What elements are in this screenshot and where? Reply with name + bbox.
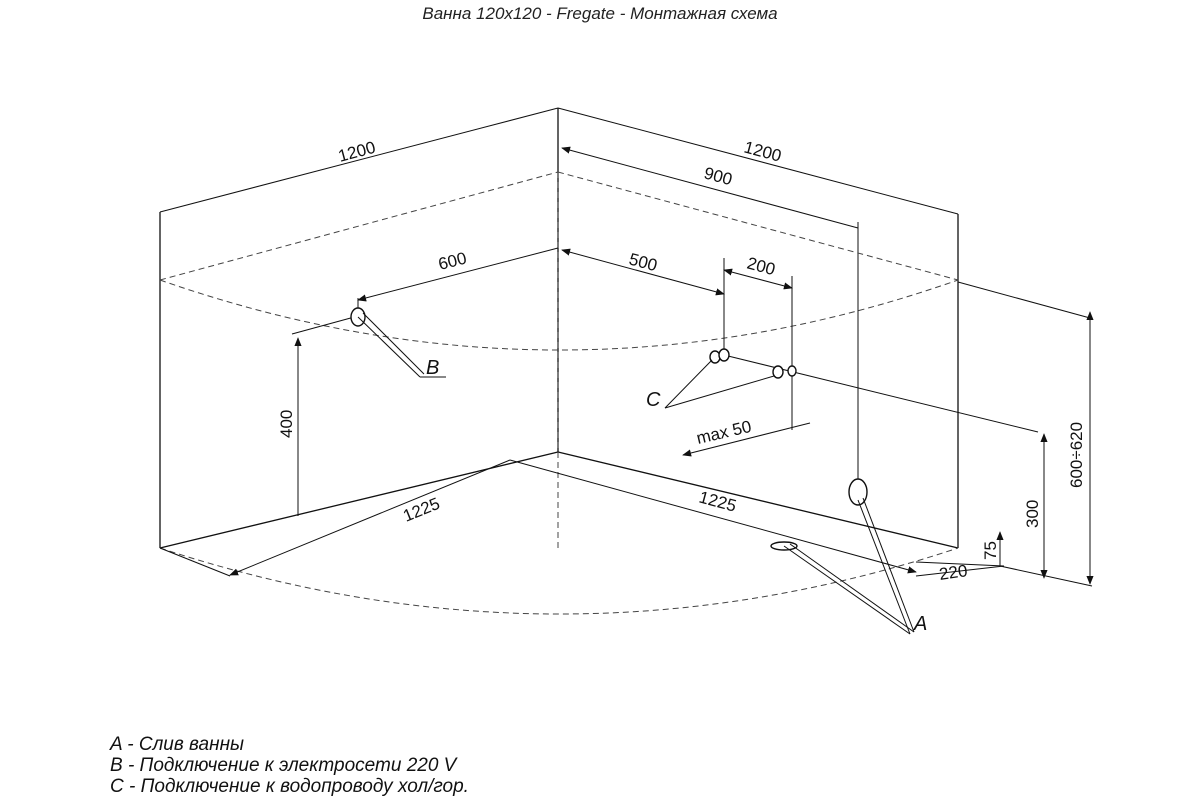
dim-1200-right: 1200 [742,138,783,166]
dim-200: 200 [745,254,777,280]
dim-1225-left: 1225 [400,494,442,526]
callout-a: A [913,613,927,635]
dim-600: 600 [436,249,468,274]
wall-outline [159,108,959,549]
legend-item-a: A - Слив ванны [110,734,245,755]
callout-a-leader [783,497,915,635]
legend-item-b: B - Подключение к электросети 220 V [110,755,457,776]
dim-max-50: max 50 [695,417,754,448]
dim-220: 220 [938,561,969,584]
diagram-title: Ванна 120х120 - Fregate - Монтажная схем… [422,4,778,23]
callout-b: B [426,357,439,379]
outlet-b-dimensions [291,247,559,516]
callout-c-leader [664,359,775,409]
tub-rim-dashed [159,171,959,615]
dim-75: 75 [981,541,1000,560]
drain-outlet-a [848,478,868,506]
legend-item-c: C - Подключение к водопроводу хол/гор. [110,776,469,797]
water-inlet-c [709,348,797,379]
top-dimension-lines [159,107,959,492]
dim-400: 400 [277,410,296,438]
dim-1225-right: 1225 [697,488,738,516]
height-dimensions [957,281,1094,587]
bottom-dimension-lines [159,459,1005,577]
dim-600-620: 600÷620 [1067,422,1086,488]
dim-900: 900 [702,164,734,190]
callout-b-leader [357,312,446,378]
callout-c: C [646,389,661,411]
outlet-c-dimensions [561,248,1039,457]
dim-500: 500 [627,250,659,276]
dim-1200-left: 1200 [336,138,377,166]
legend: A - Слив ванны B - Подключение к электро… [110,734,469,797]
dim-300: 300 [1023,500,1042,528]
